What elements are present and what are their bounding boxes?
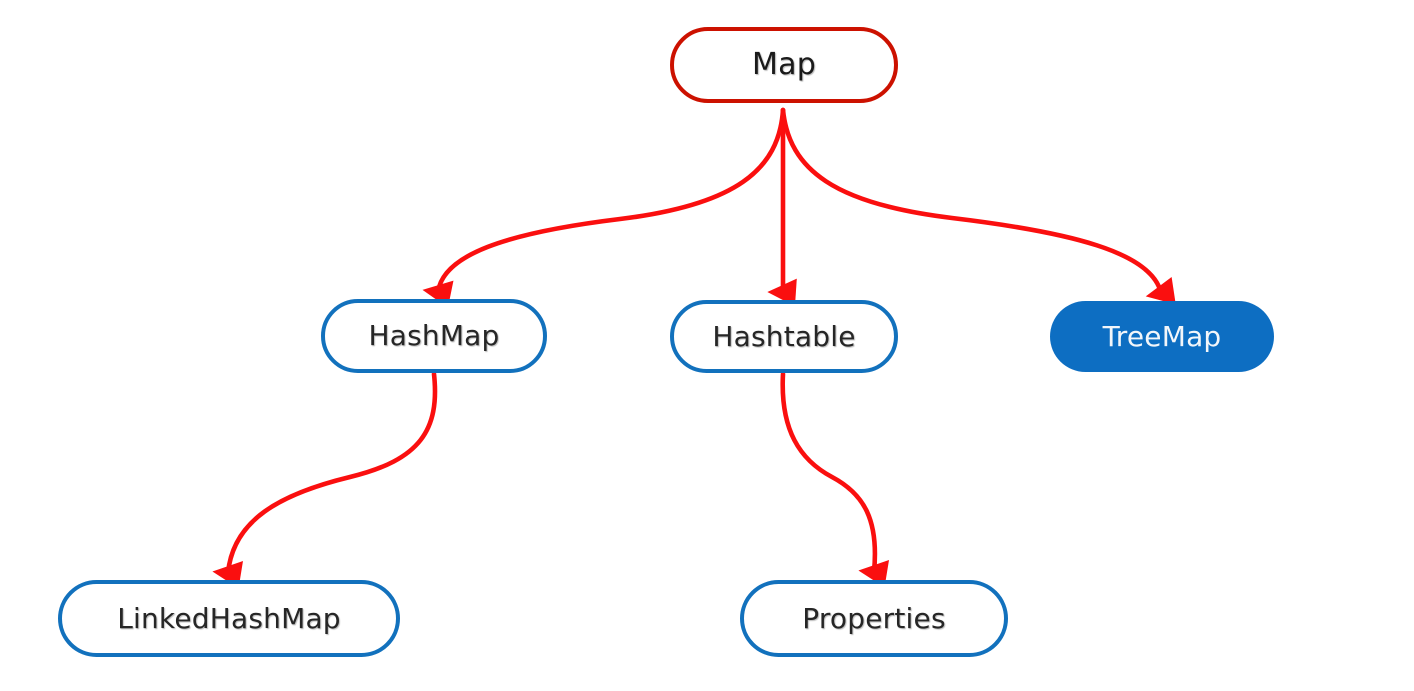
node-map[interactable]: Map [670, 27, 898, 103]
edge-hashmap-to-linkedhashmap [212, 371, 438, 589]
node-linkedhashmap[interactable]: LinkedHashMap [58, 580, 400, 657]
edge-group [212, 107, 1176, 589]
node-label-linkedhashmap: LinkedHashMap [117, 601, 341, 635]
node-label-map: Map [752, 47, 816, 82]
node-hashmap[interactable]: HashMap [321, 299, 547, 373]
edge-map-to-treemap [780, 107, 1176, 305]
node-properties[interactable]: Properties [740, 580, 1008, 657]
node-hashtable[interactable]: Hashtable [670, 300, 898, 373]
node-label-hashtable: Hashtable [712, 319, 856, 353]
node-treemap[interactable]: TreeMap [1050, 301, 1274, 372]
edge-map-to-hashmap [422, 107, 786, 308]
node-label-properties: Properties [802, 601, 946, 635]
edge-hashtable-to-properties [780, 371, 890, 588]
node-label-hashmap: HashMap [368, 319, 500, 352]
node-label-treemap: TreeMap [1102, 319, 1222, 353]
